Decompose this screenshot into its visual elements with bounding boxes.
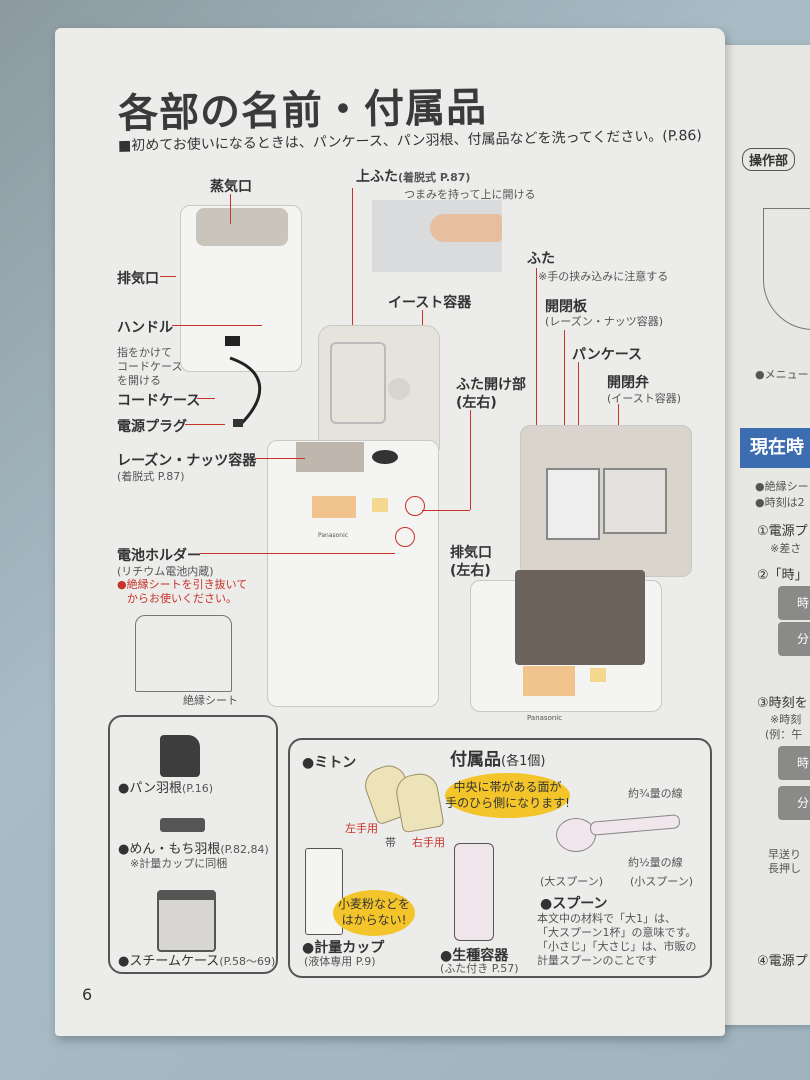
- big-spoon-image: [556, 818, 596, 852]
- step-3-example: (例：午: [765, 728, 803, 741]
- label-raisin-container: レーズン・ナッツ容器: [117, 453, 257, 469]
- step-2: ②「時」ま: [757, 568, 810, 583]
- hour-key: 時: [778, 586, 810, 620]
- lid-opener-marker: [405, 496, 425, 516]
- small-spoon-label: (小スプーン): [630, 875, 694, 888]
- accessories-title: 付属品(各1個): [450, 750, 546, 770]
- label-battery-holder: 電池ホルダー: [117, 548, 201, 564]
- open-plate-image: [546, 468, 600, 540]
- start-button: [590, 668, 606, 682]
- part-noodle-note: ※計量カップに同梱: [130, 857, 228, 870]
- noodle-blade-image: [160, 818, 205, 832]
- cup-label: ●計量カップ: [302, 940, 385, 956]
- bread-blade-image: [160, 735, 200, 777]
- label-open-plate-note: (レーズン・ナッツ容器): [545, 315, 664, 328]
- insulation-warning: ●絶縁シートを引き抜いてからお使いください。: [117, 578, 248, 605]
- minute-key: 分: [778, 622, 810, 656]
- label-steam-vent: 蒸気口: [210, 179, 252, 195]
- label-cord-hint: 指をかけてコードケースを開ける: [117, 346, 183, 387]
- label-exhaust-vent: 排気口: [117, 271, 159, 287]
- spoon-line-34: 約¾量の線: [628, 787, 683, 800]
- mitten-label: ●ミトン: [302, 755, 357, 771]
- steam-case-image: [157, 890, 216, 952]
- valve-image: [603, 468, 667, 534]
- label-handle: ハンドル: [117, 320, 173, 336]
- bread-case-image: [515, 570, 645, 665]
- step-3-note: ※時刻: [770, 713, 802, 726]
- section-header: 現在時: [740, 428, 810, 468]
- brand-logo: Panasonic: [318, 532, 349, 539]
- machine-top: [196, 208, 288, 246]
- label-power-plug: 電源プラグ: [117, 419, 187, 435]
- label-raisin-note: (着脱式 P.87): [117, 470, 185, 483]
- bullet: ●絶縁シー: [755, 480, 809, 493]
- label-exhaust-side-note: (左右): [450, 563, 491, 579]
- page-number: 6: [82, 985, 93, 1004]
- minute-key: 分: [778, 786, 810, 820]
- accessories-box: [288, 738, 712, 978]
- label-lid: ふた: [527, 251, 555, 267]
- cup-tip-bubble: 小麦粉などをはからない!: [333, 890, 415, 936]
- part-bread-blade: ●パン羽根(P.16): [118, 781, 213, 796]
- label-knob-note: つまみを持って上に開ける: [404, 188, 536, 201]
- start-button: [372, 498, 388, 512]
- label-valve: 開閉弁: [607, 375, 649, 391]
- label-open-plate: 開閉板: [545, 299, 587, 315]
- brand-logo: Panasonic: [527, 714, 563, 722]
- label-valve-note: (イースト容器): [607, 392, 682, 405]
- label-yeast-container: イースト容器: [388, 295, 472, 311]
- part-steam-case: ●スチームケース(P.58～69): [118, 954, 276, 969]
- label-upper-lid: 上ふた(着脱式 P.87): [356, 169, 471, 185]
- parts-box: [108, 715, 278, 974]
- power-cord-icon: [229, 356, 262, 427]
- step-1: ①電源プ: [757, 524, 808, 539]
- hold-note: 早送り: [768, 848, 801, 861]
- step-3: ③時刻を: [757, 696, 808, 711]
- big-spoon-label: (大スプーン): [540, 875, 604, 888]
- mitten-tip-bubble: 中央に帯がある面が手のひら側になります!: [445, 773, 570, 818]
- display-panel: [523, 666, 575, 696]
- bullet: ●時刻は2: [755, 496, 805, 509]
- battery-marker: [395, 527, 415, 547]
- step-4: ④電源プ: [757, 954, 808, 969]
- label-lid-opener: ふた開け部: [456, 377, 526, 393]
- step-1-note: ※差さ: [770, 542, 802, 555]
- starter-container-image: [454, 843, 494, 941]
- band-label: 帯: [385, 836, 396, 849]
- measuring-cup-image: [305, 848, 343, 935]
- container-label: ●生種容器: [440, 948, 509, 964]
- hour-key: 時: [778, 746, 810, 780]
- lid-knob: [388, 378, 410, 400]
- yeast-container-image: [372, 450, 398, 464]
- label-exhaust-side: 排気口: [450, 545, 492, 561]
- label-lid-note: ※手の挟み込みに注意する: [538, 270, 669, 283]
- cup-note: (液体専用 P.9): [304, 955, 376, 968]
- display-panel: [312, 496, 356, 518]
- hand-image: [430, 214, 502, 242]
- part-noodle-blade: ●めん・もち羽根(P.82,84): [118, 842, 269, 857]
- label-battery-note: (リチウム電池内蔵): [117, 565, 214, 578]
- hold-note: 長押し: [768, 862, 801, 875]
- spoon-text: 本文中の材料で「大1」は、「大スプーン1杯」の意味です。「小さじ」「大さじ」は、…: [537, 912, 697, 967]
- label-bread-case: パンケース: [572, 347, 642, 363]
- container-note: (ふた付き P.57): [440, 962, 519, 975]
- bread-maker-front-image: [267, 440, 439, 707]
- spoon-line-12: 約½量の線: [628, 856, 683, 869]
- left-hand-label: 左手用: [345, 822, 378, 835]
- label-lid-opener-note: (左右): [456, 395, 497, 411]
- lid-window: [330, 342, 386, 424]
- right-hand-label: 右手用: [412, 836, 445, 849]
- label-cord-case: コードケース: [117, 393, 201, 409]
- spoon-label: ●スプーン: [540, 896, 608, 912]
- insulation-sheet-diagram: [135, 615, 232, 692]
- section-label: 操作部: [742, 148, 796, 171]
- label-insulation-sheet: 絶縁シート: [183, 694, 238, 707]
- raisin-container-image: [296, 442, 364, 472]
- menu-text: ●メニュー: [755, 368, 809, 381]
- cord-socket: [225, 336, 240, 346]
